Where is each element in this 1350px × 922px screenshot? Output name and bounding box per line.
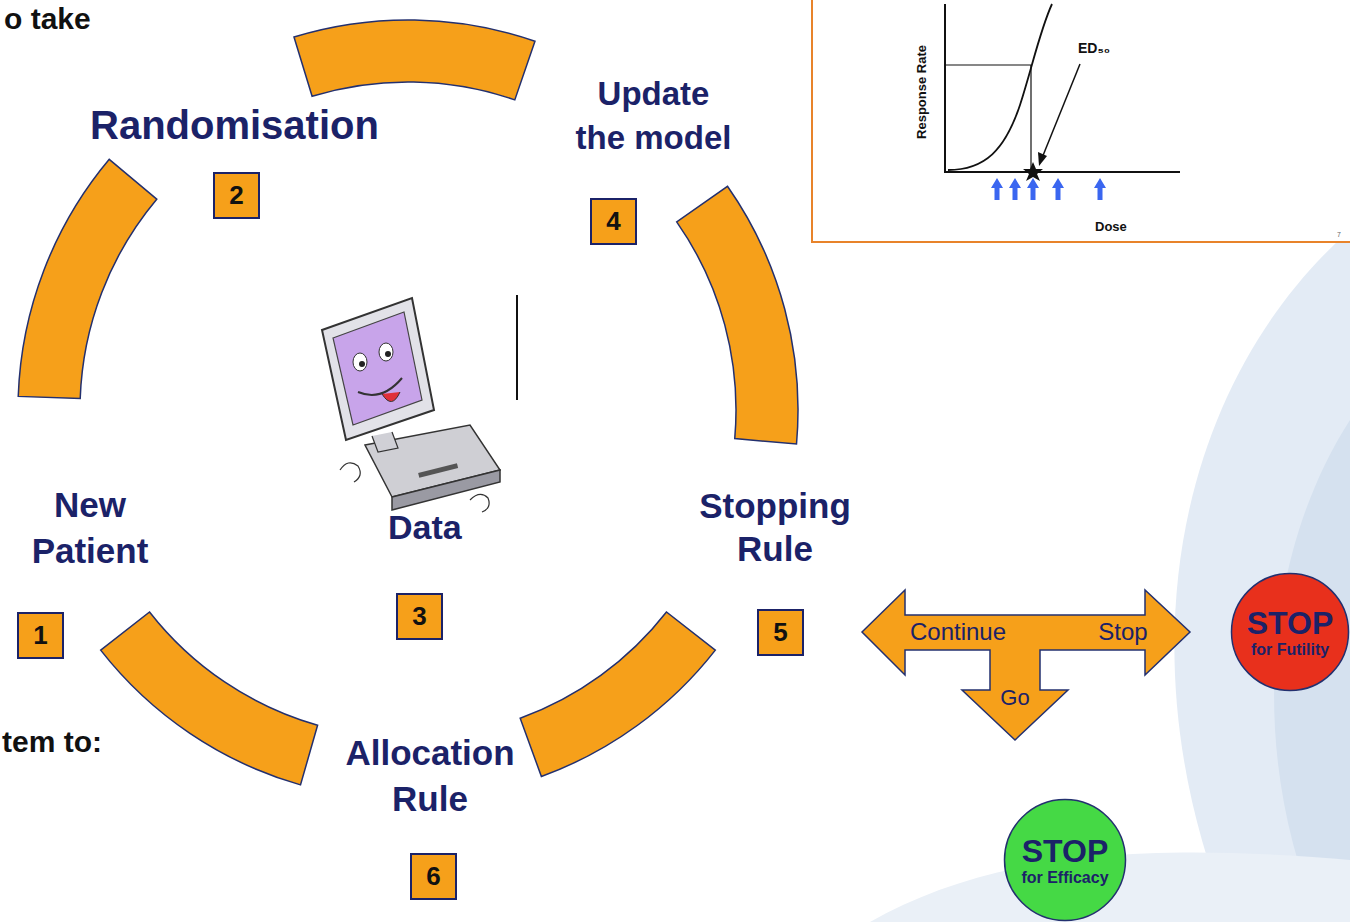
step-number: 2 (213, 172, 260, 219)
step-number: 5 (757, 609, 804, 656)
stop-circle: STOPfor Efficacy (1003, 798, 1127, 922)
dose-arrow (1009, 178, 1021, 200)
step-label: Randomisation (90, 102, 379, 148)
text-panel (0, 0, 160, 48)
step-number: 1 (17, 612, 64, 659)
arrow-shape (858, 585, 1193, 745)
decision-arrow: Continue StopGo (858, 585, 1193, 745)
circle-fill (1232, 574, 1349, 691)
dose-arrow (991, 178, 1003, 200)
stop-reason: for Futility (1251, 641, 1329, 659)
step-number-text: 2 (229, 180, 243, 211)
ed50-label: ED₅₀ (1078, 40, 1110, 56)
stop-heading: STOP (1247, 606, 1334, 641)
decision-option: Go (1000, 687, 1029, 709)
step-number-text: 1 (33, 620, 47, 651)
cut-off-text: tem to: (2, 725, 102, 760)
cycle-arc (294, 20, 535, 100)
step-number-text: 3 (412, 601, 426, 632)
computer-illustration (310, 295, 517, 528)
step-label: Data (388, 508, 462, 547)
step-label: Update the model (572, 72, 735, 159)
slide-number: 7 (1337, 231, 1341, 239)
cycle-arc (520, 612, 715, 777)
cycle-arc (101, 612, 318, 785)
dose-response-chart (812, 0, 1350, 242)
axis-label: Response Rate (915, 45, 930, 139)
dose-arrow (1052, 178, 1064, 200)
step-number-text: 4 (606, 206, 620, 237)
stop-reason: for Efficacy (1021, 869, 1108, 887)
three-way-arrow (862, 590, 1190, 740)
cut-off-text: o take (4, 2, 91, 37)
step-number: 4 (590, 198, 637, 245)
circle-fill (1005, 800, 1126, 921)
text-panel (0, 715, 405, 922)
cycle-arc (677, 186, 798, 444)
step-number: 3 (396, 593, 443, 640)
step-number-text: 5 (773, 617, 787, 648)
stop-circle: STOPfor Futility (1230, 572, 1350, 692)
step-number-text: 6 (426, 861, 440, 892)
step-number: 6 (410, 853, 457, 900)
dose-arrow (1027, 178, 1039, 200)
decision-option: Continue (910, 620, 1006, 644)
stop-heading: STOP (1022, 834, 1109, 869)
step-label: Allocation Rule (325, 730, 535, 821)
cycle-ring (18, 20, 798, 785)
step-label: New Patient (20, 482, 160, 573)
dose-arrow (1094, 178, 1106, 200)
decision-option: Stop (1098, 620, 1147, 644)
axis-label: Dose (1095, 220, 1127, 235)
swoosh (1174, 230, 1350, 922)
step-label: Stopping Rule (680, 485, 870, 570)
cycle-arc (18, 159, 156, 398)
